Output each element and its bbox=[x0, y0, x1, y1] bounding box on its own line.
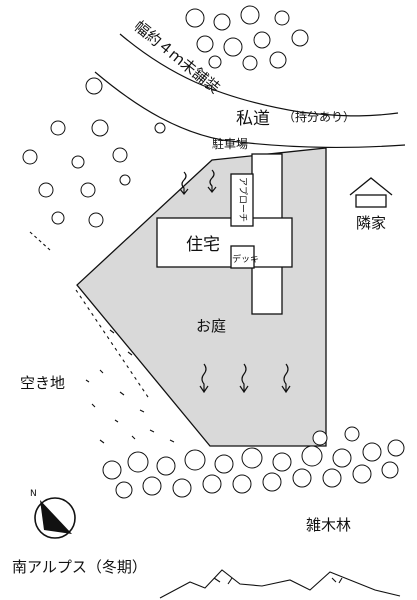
deck-label: デッキ bbox=[232, 253, 259, 265]
arrow-top-2 bbox=[207, 169, 217, 193]
neighbor-label: 隣家 bbox=[356, 214, 386, 232]
site-area bbox=[76, 147, 327, 447]
vacant-land-label: 空き地 bbox=[20, 374, 65, 392]
arrow-bottom-2 bbox=[239, 363, 249, 394]
woods-label: 雑木林 bbox=[306, 516, 351, 534]
compass-icon bbox=[34, 497, 76, 539]
road-edge-lower bbox=[94, 71, 406, 149]
garden-label: お庭 bbox=[196, 317, 226, 335]
trees-left bbox=[22, 77, 166, 228]
road-width-label: 幅約４ｍ未舗装 bbox=[130, 17, 223, 97]
mountains-label: 南アルプス（冬期） bbox=[12, 558, 147, 576]
woods bbox=[102, 426, 405, 499]
road bbox=[94, 33, 406, 149]
arrow-bottom-1 bbox=[199, 363, 209, 394]
road-name-label: 私道 bbox=[236, 109, 270, 129]
road-note-label: （持分あり） bbox=[283, 109, 355, 124]
house-label: 住宅 bbox=[186, 235, 220, 255]
arrow-top-1 bbox=[179, 171, 189, 195]
vacant-land-stipple bbox=[29, 231, 175, 444]
approach-label: アプローチ bbox=[237, 177, 248, 222]
house bbox=[156, 153, 293, 315]
parking-label: 駐車場 bbox=[212, 136, 248, 151]
slope-arrows bbox=[179, 169, 291, 394]
arrow-bottom-3 bbox=[281, 363, 291, 394]
neighbor-house-icon bbox=[349, 177, 393, 208]
road-edge-upper bbox=[119, 33, 399, 117]
house-wing-horizontal bbox=[156, 217, 293, 268]
mountains-icon bbox=[159, 569, 401, 599]
deck-box bbox=[230, 245, 255, 269]
trees-top-right bbox=[185, 5, 309, 71]
approach-box bbox=[230, 173, 254, 227]
compass-north-label: N bbox=[30, 489, 37, 499]
